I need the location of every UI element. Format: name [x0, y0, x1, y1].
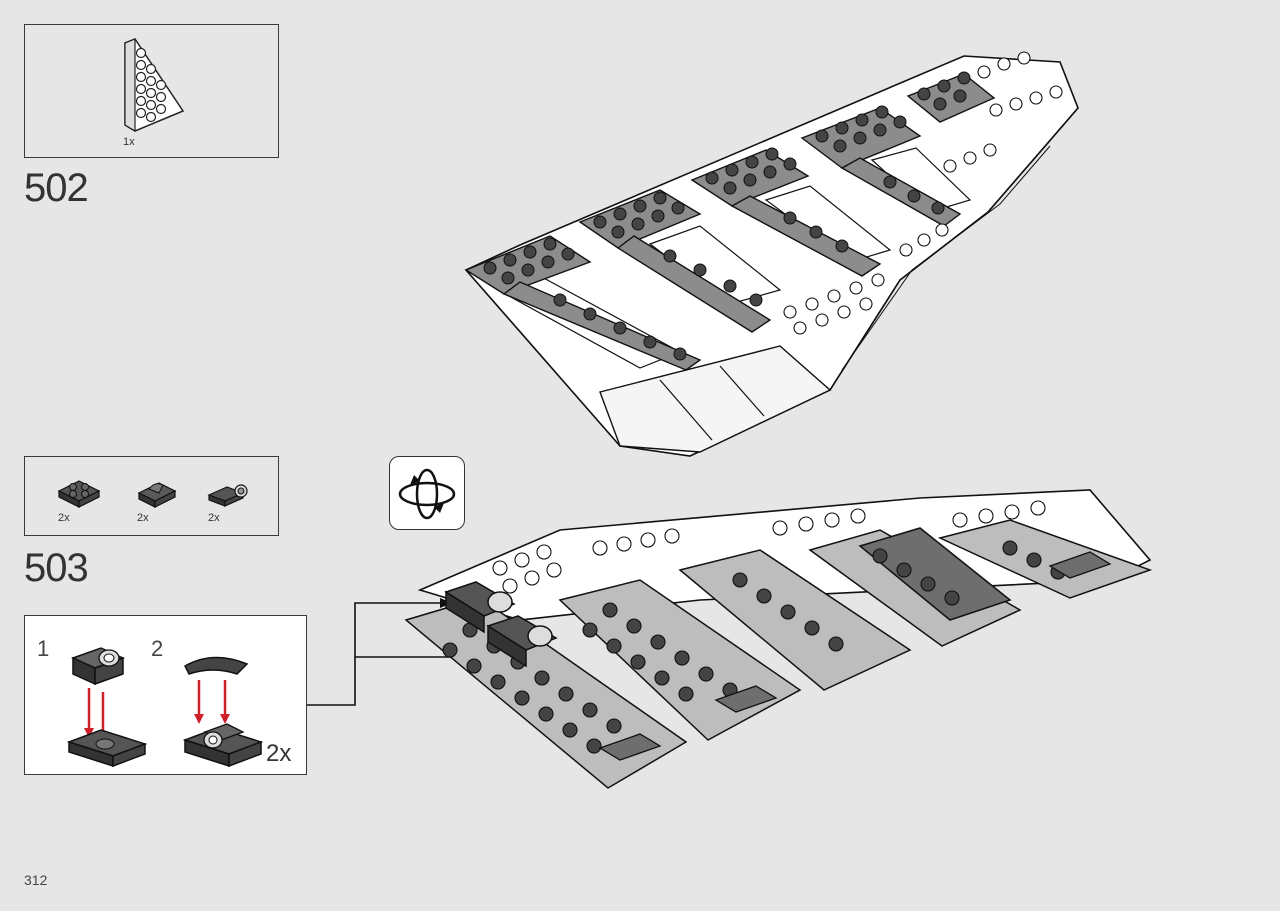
substep-number-2: 2: [151, 636, 164, 661]
subassembly-multiplier: 2x: [266, 740, 292, 767]
substep-2-illustration: [182, 656, 264, 768]
rotate-model-icon: [389, 456, 465, 530]
dark-plate-part: [57, 480, 101, 508]
wedge-plate-part: [124, 38, 185, 133]
step-number-502: 502: [24, 166, 89, 210]
parts-callout-502: 1x: [24, 24, 279, 158]
part-qty: 2x: [58, 512, 70, 524]
part-qty: 2x: [137, 512, 149, 524]
substep-1-illustration: [66, 647, 148, 768]
parts-callout-503: 2x 2x 2x: [24, 456, 279, 536]
dark-clip-part: [207, 484, 248, 507]
step-number-503: 503: [24, 546, 89, 590]
page-number: 312: [24, 872, 48, 888]
substep-number-1: 1: [37, 636, 50, 661]
part-qty: 1x: [123, 136, 135, 148]
dark-slope-part: [137, 482, 177, 508]
part-qty: 2x: [208, 512, 220, 524]
subassembly-callout: 1 2 2x: [24, 615, 307, 775]
